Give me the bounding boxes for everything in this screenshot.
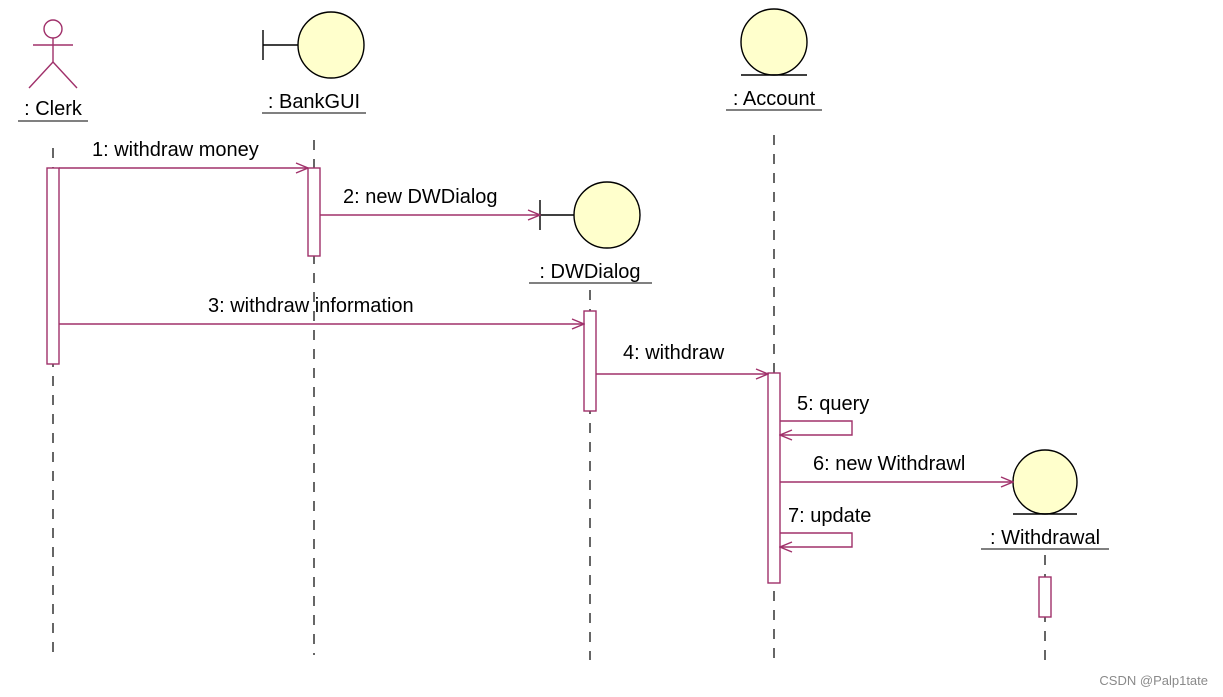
actor-icon: [28, 19, 78, 89]
object-label-withdrawal: : Withdrawal: [990, 527, 1100, 549]
messages: [59, 168, 1013, 547]
entity-icon: [740, 8, 808, 76]
activation-bankgui: [307, 167, 321, 257]
activation-withdrawal: [1038, 576, 1052, 618]
message-label-5: 5: query: [797, 393, 869, 415]
object-clerk: : Clerk: [18, 19, 88, 122]
object-label-bankgui: : BankGUI: [268, 91, 360, 113]
object-label-clerk: : Clerk: [24, 98, 83, 120]
object-account: : Account: [726, 8, 822, 111]
object-label-dwdialog: : DWDialog: [539, 261, 640, 283]
watermark-text: CSDN @Palp1tate: [1099, 673, 1208, 688]
message-label-3: 3: withdraw information: [208, 295, 414, 317]
message-label-4: 4: withdraw: [623, 342, 725, 364]
message-labels: 1: withdraw money 2: new DWDialog 3: wit…: [92, 139, 965, 527]
activations: [46, 167, 1052, 618]
entity-icon: [1012, 449, 1078, 515]
object-dwdialog: : DWDialog: [529, 181, 652, 284]
message-label-2: 2: new DWDialog: [343, 186, 498, 208]
message-label-6: 6: new Withdrawl: [813, 453, 965, 475]
message-label-7: 7: update: [788, 505, 871, 527]
activation-account: [767, 372, 781, 584]
boundary-icon: [539, 181, 641, 249]
message-arrow-7: [780, 532, 853, 547]
boundary-icon: [262, 11, 365, 79]
activation-dwdialog: [583, 310, 597, 412]
message-label-1: 1: withdraw money: [92, 139, 259, 161]
object-label-account: : Account: [733, 88, 816, 110]
object-bankgui: : BankGUI: [262, 11, 366, 114]
object-withdrawal: : Withdrawal: [981, 449, 1109, 550]
message-arrow-5: [780, 420, 853, 435]
lifelines: [52, 135, 1046, 660]
activation-clerk: [46, 167, 60, 365]
